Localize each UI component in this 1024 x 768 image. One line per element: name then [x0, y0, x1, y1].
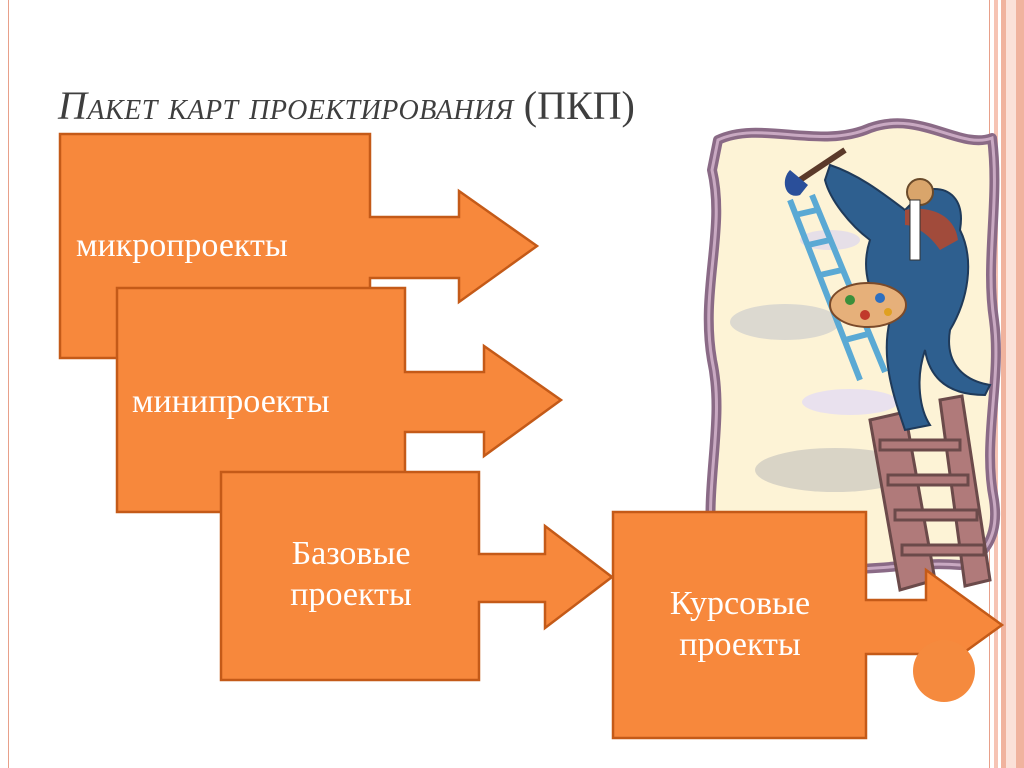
box-label-course: Курсовые проекты — [669, 585, 811, 663]
box-label-micro: микропроекты — [76, 227, 288, 264]
accent-circle — [913, 640, 975, 702]
slide-title: Пакет карт проектирования (ПКП) — [58, 82, 635, 129]
box-arrow-base — [219, 470, 615, 682]
title-suffix: (ПКП) — [523, 83, 635, 128]
box-label-base: Базовые проекты — [290, 535, 412, 613]
title-main: Пакет карт проектирования — [58, 83, 514, 128]
box-label-mini: минипроекты — [132, 383, 330, 420]
